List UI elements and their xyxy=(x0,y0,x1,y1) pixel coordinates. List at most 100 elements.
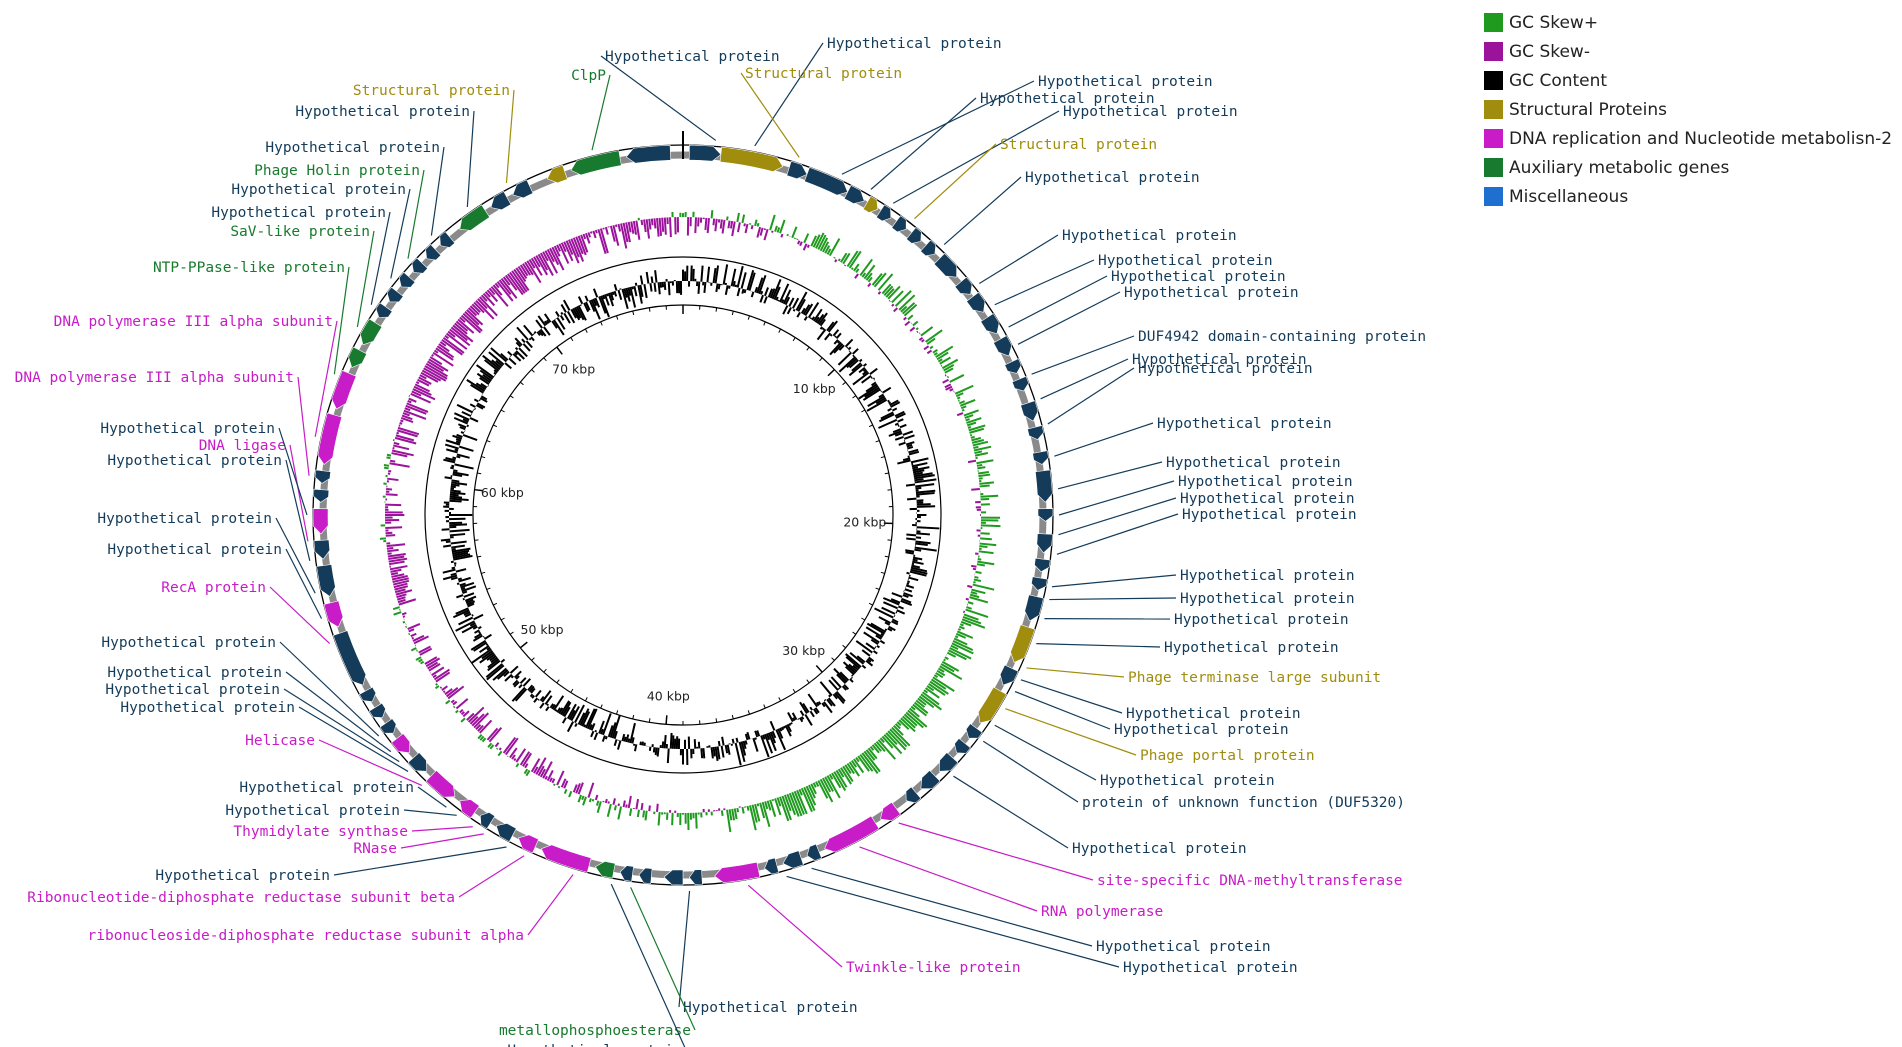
gc-skew-bar xyxy=(522,263,531,276)
gc-skew-bar xyxy=(808,784,816,799)
gc-skew-bar xyxy=(754,219,758,227)
gc-skew-bar xyxy=(826,775,841,799)
gc-skew-bar xyxy=(980,494,999,498)
gc-skew-bar xyxy=(859,258,873,277)
gc-content-bar xyxy=(807,302,820,319)
gc-skew-bar xyxy=(658,217,663,236)
gc-content-bar xyxy=(585,708,596,729)
gene-label: Hypothetical protein xyxy=(105,682,280,698)
gc-content-bar xyxy=(476,364,495,379)
gc-skew-bar xyxy=(952,640,974,652)
gc-content-bar xyxy=(916,491,935,496)
gc-skew-bar xyxy=(537,765,545,777)
gc-content-bar xyxy=(865,642,876,651)
gc-content-bar xyxy=(492,667,508,681)
leader-line xyxy=(285,548,323,619)
gc-content-bar xyxy=(654,270,658,283)
gc-skew-bar xyxy=(741,214,746,224)
gc-content-bar xyxy=(847,346,852,351)
gc-skew-bar xyxy=(923,345,930,351)
legend-label: Auxiliary metabolic genes xyxy=(1509,157,1730,178)
gc-skew-bar xyxy=(560,778,567,788)
gene-label: Hypothetical protein xyxy=(107,453,282,469)
gc-content-bar xyxy=(728,285,731,289)
gc-content-bar xyxy=(740,272,747,289)
gc-content-bar xyxy=(533,697,539,703)
gc-skew-bar xyxy=(469,715,479,725)
gc-skew-bar xyxy=(694,812,698,829)
gc-content-bar xyxy=(902,594,909,598)
gene-arrow xyxy=(954,276,973,295)
gc-content-bar xyxy=(450,560,454,564)
gc-skew-bar xyxy=(450,699,455,704)
gc-skew-bar xyxy=(861,272,867,278)
gc-content-bar xyxy=(712,268,717,284)
gc-skew-bar xyxy=(549,777,553,783)
gc-track-ring xyxy=(424,256,942,774)
gc-content-bar xyxy=(800,716,805,720)
scale-tick xyxy=(486,587,491,590)
gc-skew-bar xyxy=(955,392,964,398)
gc-skew-bar xyxy=(401,414,413,421)
gc-skew-bar xyxy=(645,219,651,239)
gc-skew-bar xyxy=(881,283,892,295)
gc-skew-bar xyxy=(556,770,565,786)
gc-content-bar xyxy=(865,659,874,667)
gc-content-bar xyxy=(748,272,756,291)
scale-tick xyxy=(584,328,588,333)
gc-content-bar xyxy=(594,729,597,733)
gc-skew-bar xyxy=(855,757,860,763)
gc-content-bar xyxy=(480,395,488,401)
gc-skew-bar xyxy=(871,273,883,286)
leader-line xyxy=(892,110,1060,204)
gc-skew-bar xyxy=(743,223,746,227)
gc-content-bar xyxy=(504,673,513,682)
gc-content-bar xyxy=(584,295,589,302)
gene-arrow xyxy=(407,752,427,772)
gene-arrow xyxy=(939,752,959,772)
gc-skew-bar xyxy=(400,417,414,423)
gc-content-bar xyxy=(784,724,792,737)
legend-label: GC Skew- xyxy=(1509,41,1590,62)
gc-skew-bar xyxy=(891,303,895,307)
gc-skew-bar xyxy=(622,800,626,808)
gc-skew-bar xyxy=(650,218,654,226)
gc-skew-bar xyxy=(627,795,632,809)
gc-skew-bar xyxy=(980,537,992,541)
gc-content-bar xyxy=(881,606,896,615)
gc-skew-bar xyxy=(963,409,979,417)
gc-content-bar xyxy=(590,730,595,738)
gc-content-bar xyxy=(669,732,673,749)
gc-skew-bar xyxy=(875,740,886,753)
scale-tick xyxy=(815,664,823,673)
gc-skew-bar xyxy=(487,742,493,748)
gc-content-bar xyxy=(894,435,904,441)
gc-content-bar xyxy=(762,734,766,740)
gc-content-bar xyxy=(852,664,859,671)
gc-content-bar xyxy=(891,620,899,626)
gc-content-bar xyxy=(473,398,479,403)
gene-label: Phage Holin protein xyxy=(254,163,420,179)
gc-skew-bar xyxy=(726,216,729,221)
gc-skew-bar xyxy=(883,285,894,296)
gc-skew-bar xyxy=(394,588,406,594)
gc-content-bar xyxy=(449,491,466,496)
scale-tick xyxy=(493,602,498,606)
gc-skew-bar xyxy=(972,440,989,447)
gc-skew-bar xyxy=(831,772,842,789)
gc-content-bar xyxy=(570,308,577,319)
gc-content-bar xyxy=(769,288,776,299)
legend-swatch xyxy=(1484,71,1503,90)
gc-content-bar xyxy=(577,296,584,305)
gc-content-bar xyxy=(712,746,716,757)
gc-content-bar xyxy=(609,292,615,301)
gc-skew-bar xyxy=(453,705,456,709)
gc-content-bar xyxy=(714,265,720,284)
gc-content-bar xyxy=(485,663,504,678)
gc-content-bar xyxy=(456,594,464,599)
gc-content-bar xyxy=(829,341,842,356)
gc-content-bar xyxy=(463,611,471,616)
gc-skew-bar xyxy=(489,744,495,750)
gc-content-bar xyxy=(833,339,839,345)
gene-label: RNA polymerase xyxy=(1041,904,1163,920)
